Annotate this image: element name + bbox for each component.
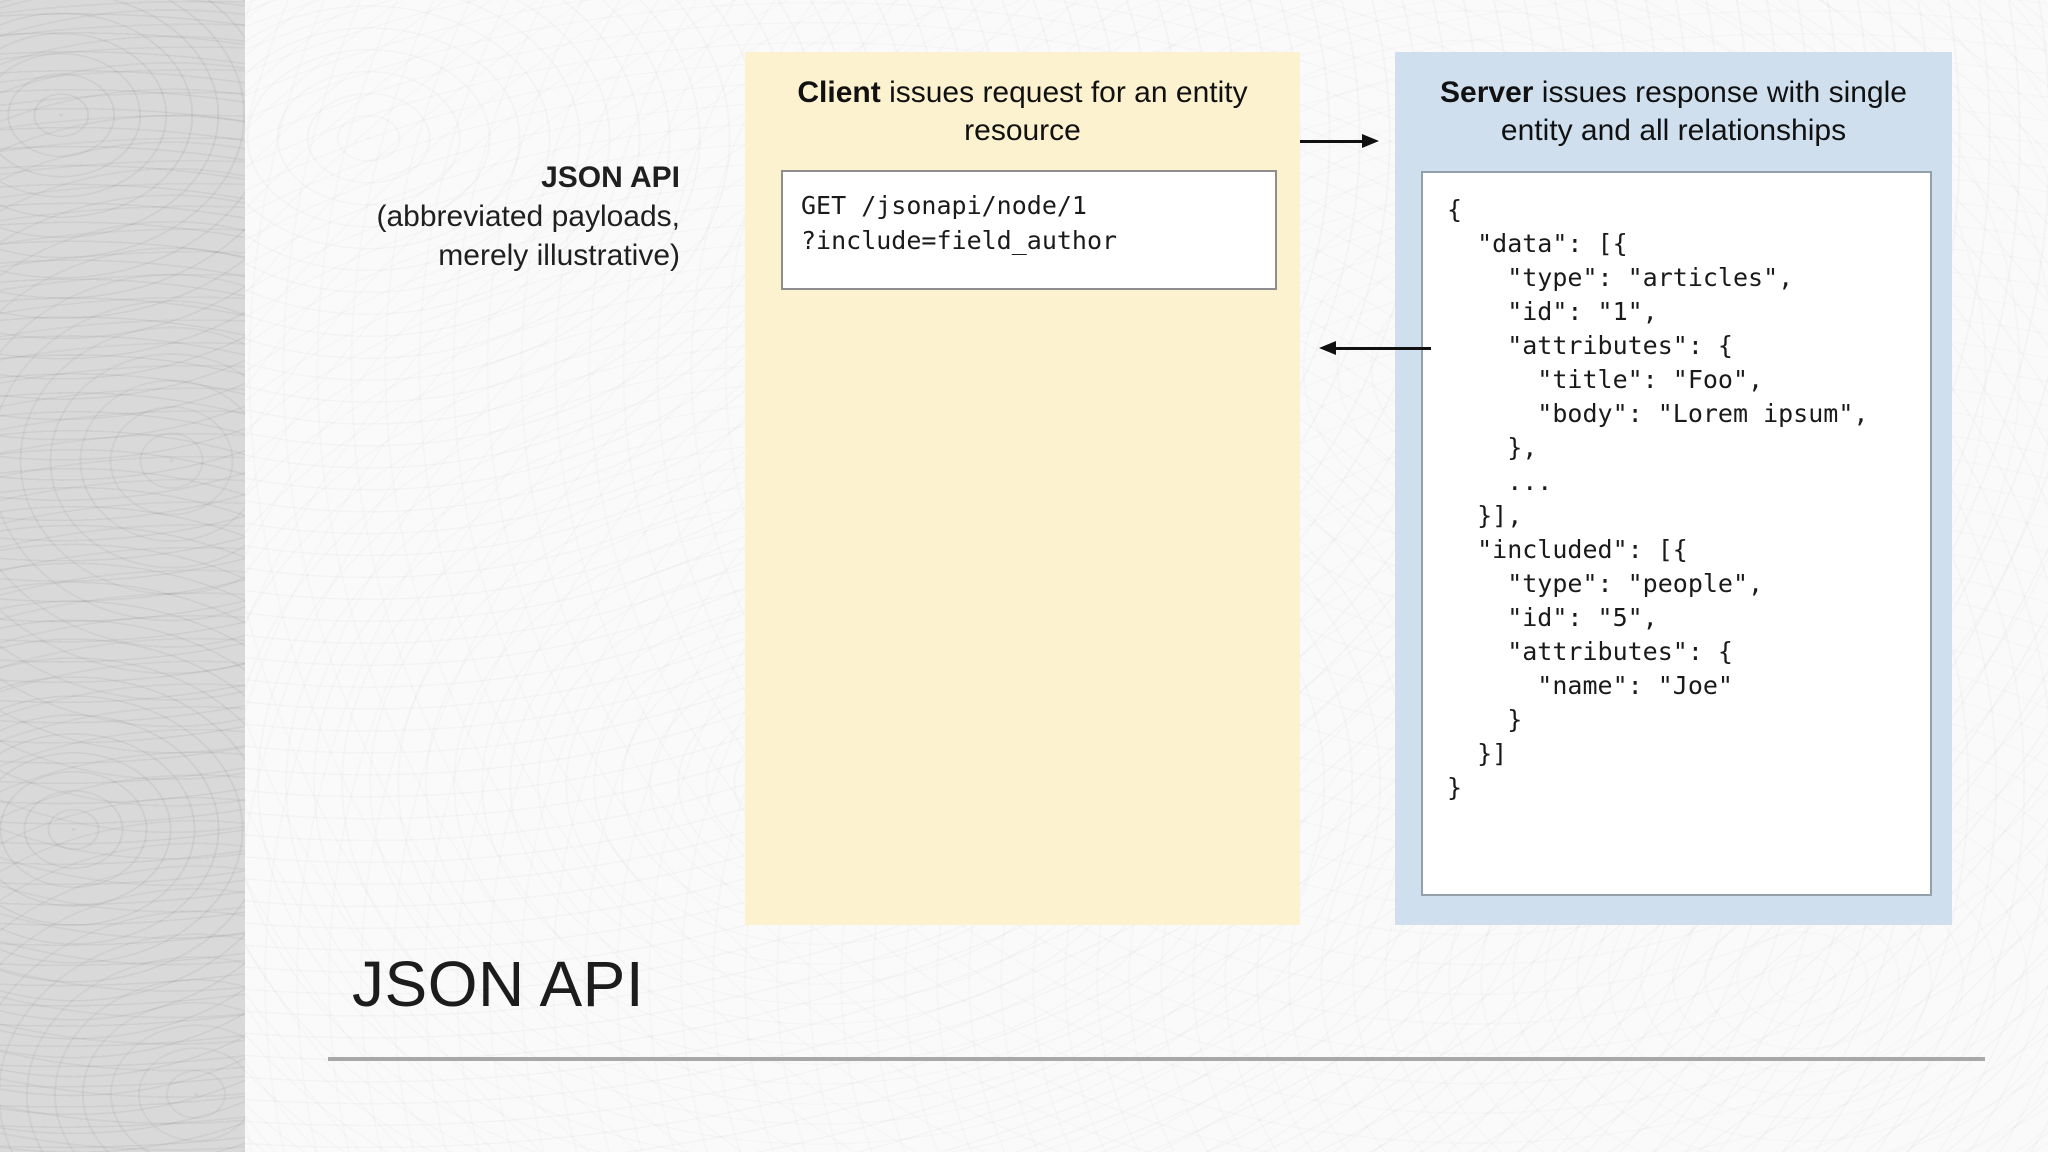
caption-line-2: (abbreviated payloads, <box>376 200 680 233</box>
caption-title: JSON API <box>541 161 680 194</box>
client-panel-title-bold: Client <box>797 76 881 109</box>
caption-line-3: merely illustrative) <box>438 239 680 272</box>
client-panel-title: Client issues request for an entity reso… <box>745 52 1300 150</box>
server-panel-title-bold: Server <box>1440 76 1534 109</box>
slide-title: JSON API <box>352 948 645 1020</box>
arrowhead-right-icon <box>1362 134 1379 148</box>
server-panel-title-rest: issues response with single entity and a… <box>1500 76 1907 147</box>
diagram-caption: JSON API (abbreviated payloads, merely i… <box>280 158 680 275</box>
client-panel: Client issues request for an entity reso… <box>745 52 1300 925</box>
server-response-code: { "data": [{ "type": "articles", "id": "… <box>1421 171 1932 896</box>
request-arrow-right-icon <box>1300 134 1379 148</box>
response-arrow-left-icon <box>1319 341 1431 355</box>
client-request-code: GET /jsonapi/node/1 ?include=field_autho… <box>781 170 1277 290</box>
title-underline <box>328 1057 1985 1061</box>
server-panel-title: Server issues response with single entit… <box>1395 52 1952 150</box>
server-panel: Server issues response with single entit… <box>1395 52 1952 925</box>
left-texture-sidebar <box>0 0 245 1152</box>
client-panel-title-rest: issues request for an entity resource <box>880 76 1248 147</box>
arrowhead-left-icon <box>1319 341 1336 355</box>
